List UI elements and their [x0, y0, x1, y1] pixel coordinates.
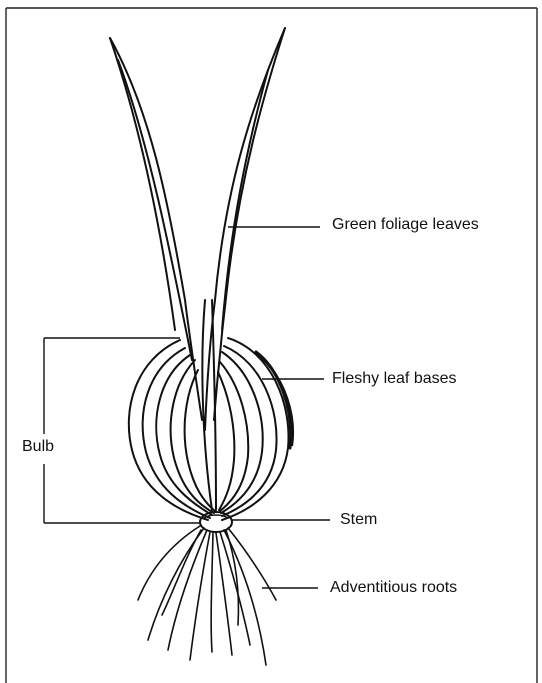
label-green-foliage-leaves: Green foliage leaves	[332, 216, 479, 234]
label-bulb: Bulb	[22, 438, 54, 456]
stem-disc	[200, 512, 232, 532]
label-stem: Stem	[340, 511, 377, 529]
label-fleshy-leaf-bases: Fleshy leaf bases	[332, 370, 457, 388]
figure-frame	[6, 8, 537, 683]
adventitious-roots	[138, 526, 276, 665]
label-adventitious-roots: Adventitious roots	[330, 579, 457, 597]
